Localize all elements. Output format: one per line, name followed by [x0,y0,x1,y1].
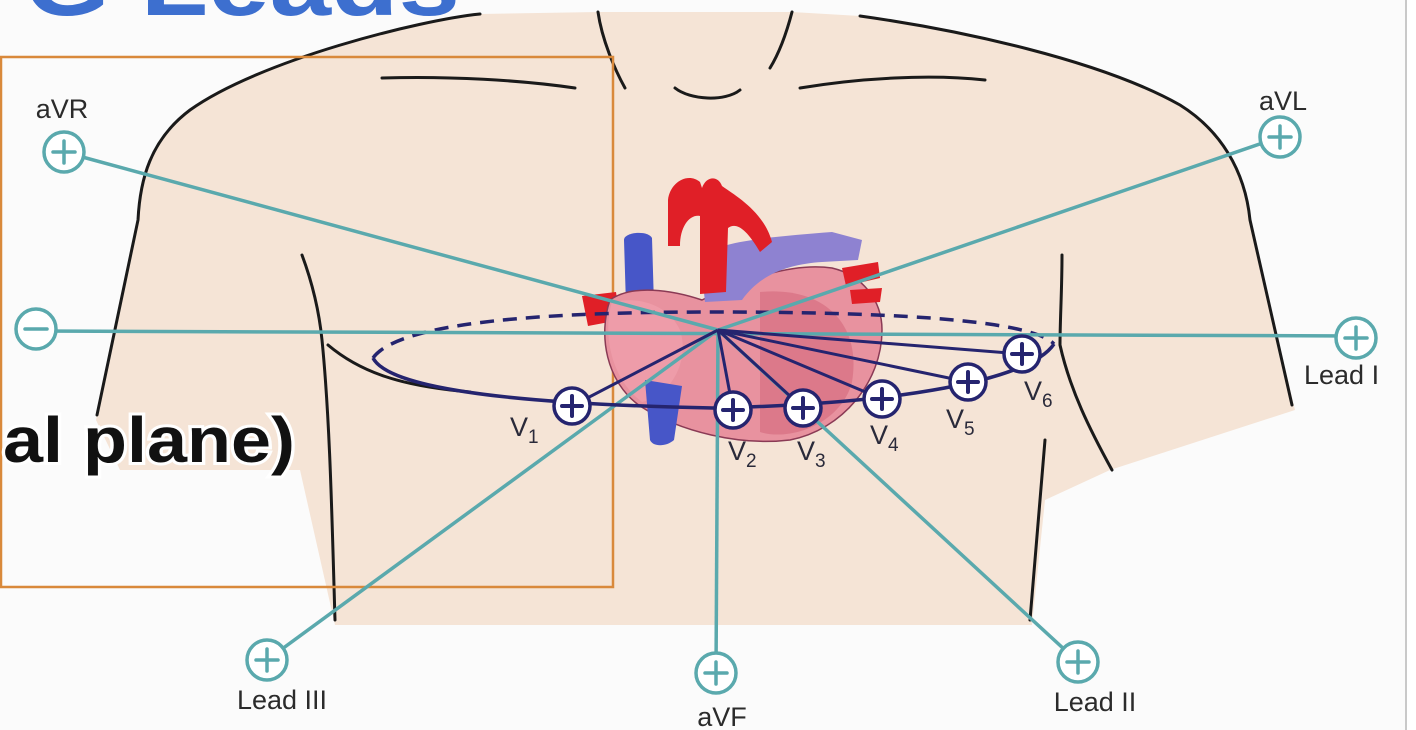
pulmonary-vein-right-lower [850,288,882,304]
avf-axis [716,330,718,673]
right-edge-divider [1405,0,1407,730]
lead-i-label: Lead I [1304,360,1379,390]
lead-iii-label: Lead III [237,685,327,715]
avl-label: aVL [1259,86,1307,116]
v3-subscript: 3 [815,451,826,472]
v3-letter: V [797,436,815,466]
v6-plus-circle-icon [1004,336,1040,372]
lead-iii-plus-circle-icon [247,640,287,680]
v4-plus-circle-icon [864,381,900,417]
v3-plus-circle-icon [785,390,821,426]
lead-i-minus-circle-icon [16,309,56,349]
v5-subscript: 5 [964,419,975,440]
v1-plus-circle-icon [554,388,590,424]
lead-i-plus-circle-icon [1336,318,1376,358]
v1-subscript: 1 [528,427,539,448]
right-edge-margin [1407,0,1416,730]
v1-letter: V [510,412,528,442]
lead-ii-label: Lead II [1054,687,1137,717]
avr-label: aVR [36,94,89,124]
avr-plus-circle-icon [44,132,84,172]
avl-plus-circle-icon [1260,117,1300,157]
v2-plus-circle-icon [715,392,751,428]
v2-letter: V [728,436,746,466]
avf-label: aVF [697,702,747,730]
v5-letter: V [946,404,964,434]
v6-subscript: 6 [1042,391,1053,412]
v5-plus-circle-icon [950,364,986,400]
v6-letter: V [1024,376,1042,406]
v4-letter: V [870,420,888,450]
lead-ii-plus-circle-icon [1058,642,1098,682]
plane-caption: al plane) [3,404,295,476]
avf-plus-circle-icon [696,653,736,693]
v2-subscript: 2 [746,451,757,472]
slide-title: G Leads [24,0,460,36]
v4-subscript: 4 [888,435,899,456]
